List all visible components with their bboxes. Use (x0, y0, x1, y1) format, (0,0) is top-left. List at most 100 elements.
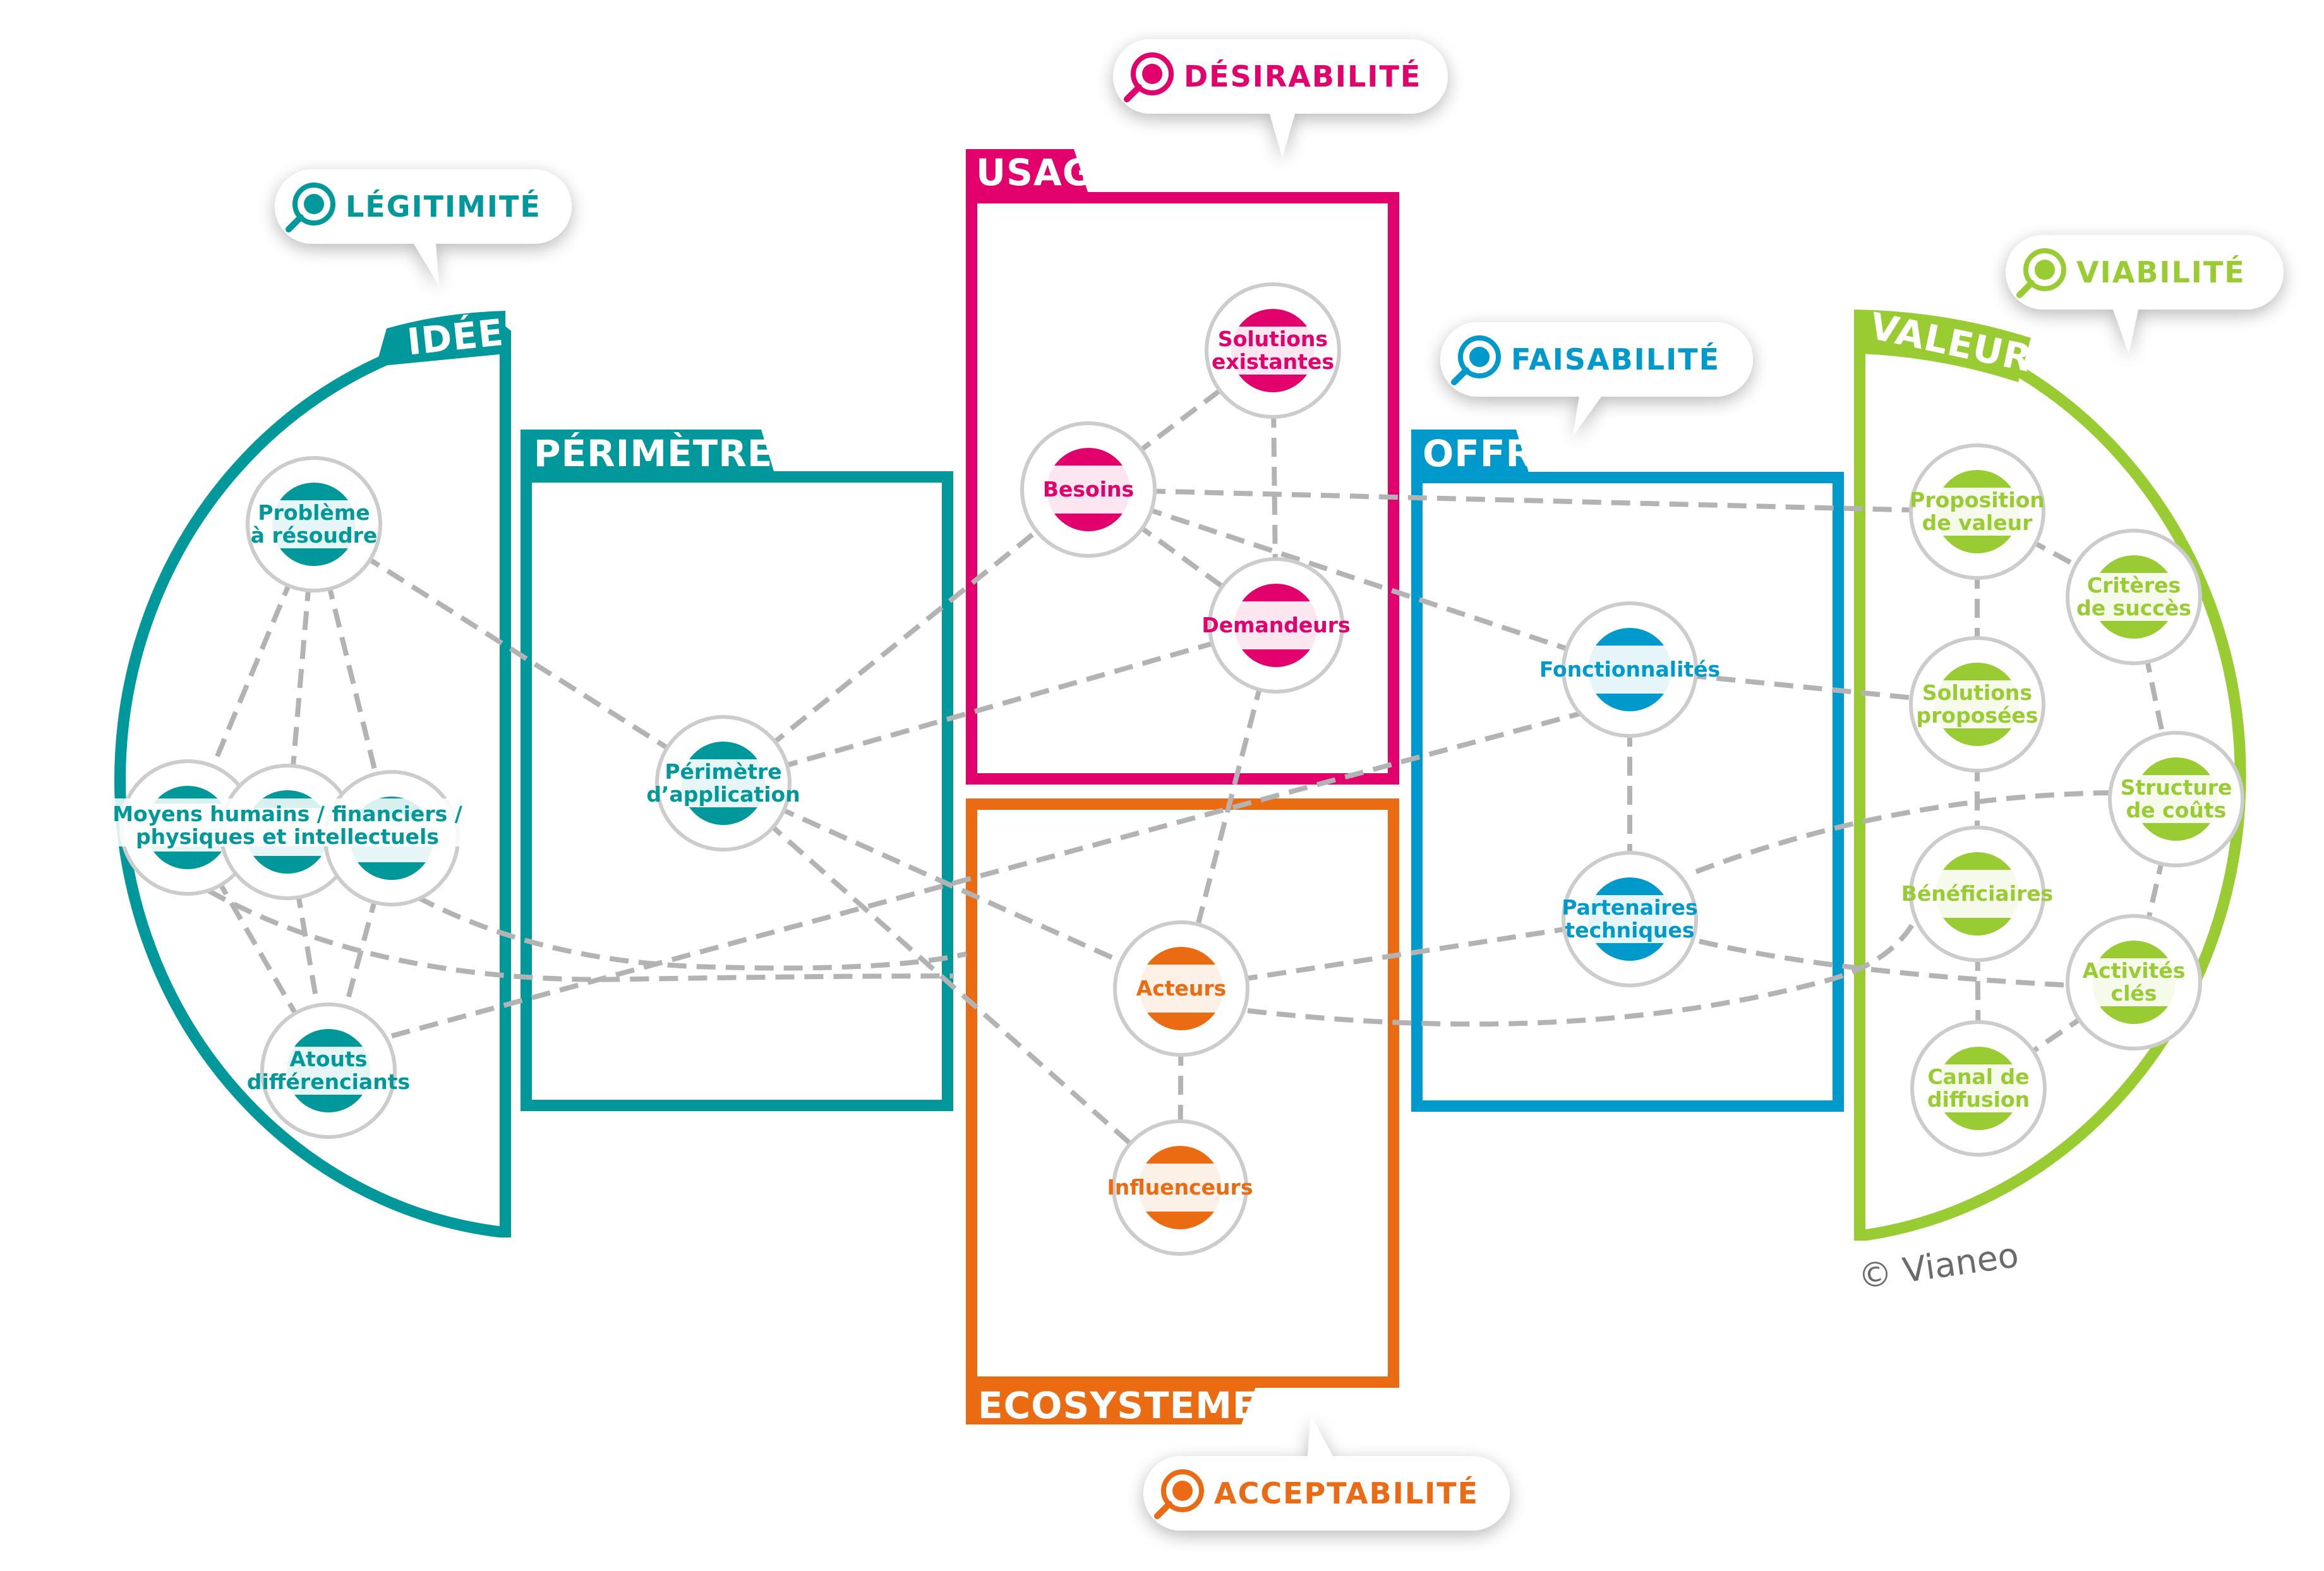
link-perimetre_app-demandeurs (722, 623, 1277, 786)
gears-magnifier-icon (1451, 335, 1501, 385)
label-band (1231, 327, 1315, 375)
link-perimetre_app-influenceurs (721, 781, 1182, 1189)
label-band (1936, 488, 2019, 536)
node-label: à résoudre (251, 523, 378, 548)
frame-tab-valeur (1854, 310, 2031, 382)
bubble-faisabilite: FAISABILITÉ (1440, 322, 1753, 436)
node-label: Problème (258, 500, 370, 525)
lightbulb-magnifier-icon (286, 183, 335, 232)
node-label: de valeur (1922, 510, 2033, 535)
frame-tab-ecosysteme (966, 1383, 1257, 1424)
criteria-bubbles: LÉGITIMITÉ DÉSIRABILITÉ FAISABILITÉ VIABILI… (275, 39, 2284, 1531)
node-label: Canal de (1927, 1064, 2029, 1089)
node-label: Activités (2083, 958, 2186, 983)
node-label: diffusion (1927, 1087, 2030, 1112)
link-probleme-moyens2 (285, 524, 316, 833)
node-besoins[interactable]: Besoins (1020, 421, 1157, 558)
node-label: Demandeurs (1201, 613, 1350, 637)
label-band (1047, 466, 1130, 514)
node-label: Critères (2087, 573, 2181, 598)
label-band (1140, 965, 1223, 1013)
node-label: Atouts (290, 1047, 368, 1071)
node-label: de coûts (2126, 798, 2227, 822)
node-label: Structure (2121, 775, 2232, 800)
node-demandeurs[interactable]: Demandeurs (1201, 557, 1351, 694)
link-acteurs-partenaires (1181, 917, 1630, 991)
bubble-body (275, 169, 572, 244)
bubble-tail (414, 244, 439, 286)
bubble-tail (2113, 310, 2138, 354)
globe-magnifier-icon (1154, 1469, 1204, 1519)
node-influenceurs[interactable]: Influenceurs (1107, 1119, 1253, 1256)
label-band (1937, 1064, 2020, 1112)
node-acteurs[interactable]: Acteurs (1113, 920, 1249, 1057)
frame-offre: OFFRE (1411, 430, 1844, 1112)
bubble-body (1113, 39, 1448, 114)
node-label: Fonctionnalités (1539, 657, 1720, 682)
frame-usages: USAGES (966, 149, 1399, 785)
bubble-tail (1573, 397, 1601, 436)
frame-label-usages: USAGES (976, 151, 1146, 194)
node-label: différenciants (247, 1069, 410, 1094)
label-band (272, 500, 356, 548)
bubble-label: ACCEPTABILITÉ (1214, 1476, 1479, 1510)
node-label: physiques et intellectuels (136, 824, 439, 849)
bubble-label: DÉSIRABILITÉ (1184, 59, 1421, 93)
bubble-label: LÉGITIMITÉ (346, 190, 541, 224)
bubble-label: FAISABILITÉ (1511, 342, 1720, 376)
node-label: existantes (1212, 349, 1334, 374)
frame-label-ecosysteme: ECOSYSTEME (978, 1384, 1258, 1427)
label-band (1588, 895, 1671, 943)
bubble-body (1143, 1456, 1510, 1531)
label-band (2092, 573, 2176, 621)
label-band (1138, 1164, 1222, 1212)
link-partenaires-activites (1699, 939, 2073, 988)
link-perimetre_app-besoins (721, 487, 1090, 786)
frame-label-perimetre: PÉRIMÈTRE (534, 431, 773, 475)
node-beneficiaires[interactable]: Bénéficiaires (1901, 826, 2054, 962)
bubble-tail (1308, 1415, 1333, 1456)
bubble-acceptabilite: ACCEPTABILITÉ (1143, 1415, 1510, 1531)
node-label: clés (2111, 981, 2157, 1006)
link-besoins-fonctionnalites (1087, 487, 1631, 672)
node-label: proposées (1917, 703, 2038, 728)
label-band (1936, 870, 2019, 918)
frame-label-valeur: VALEUR (1866, 304, 2036, 381)
checkered-flag-magnifier-icon (2016, 248, 2066, 298)
node-label: Solutions (1922, 680, 2032, 705)
link-moyens-curve-1 (207, 888, 954, 982)
node-label: Moyens humains / financiers / (112, 802, 463, 826)
link-besoins-proposition (1088, 487, 1978, 514)
frame-tab-idee (376, 311, 505, 366)
bubble-legitimite: LÉGITIMITÉ (275, 169, 572, 286)
label-band (682, 759, 765, 807)
label-band (1588, 646, 1671, 694)
frame-tab-offre (1411, 430, 1529, 473)
node-label: Besoins (1043, 477, 1134, 502)
node-moyens_label: Moyens humains / financiers /physiques e… (112, 798, 463, 849)
frame-tab-perimetre (521, 430, 774, 471)
link-partenaires-structure (1695, 790, 2110, 874)
link-perimetre_app-acteurs (722, 781, 1183, 991)
bubble-label: VIABILITÉ (2076, 255, 2246, 289)
link-acteurs-beneficiaires (1247, 915, 1920, 1027)
node-label: d’application (646, 782, 800, 807)
link-atouts-fonctionnalites (390, 711, 1580, 1038)
node-label: Solutions (1218, 327, 1328, 351)
label-band (2134, 775, 2218, 823)
bubble-body (2006, 235, 2284, 310)
node-fonctionnalites[interactable]: Fonctionnalités (1539, 601, 1720, 738)
